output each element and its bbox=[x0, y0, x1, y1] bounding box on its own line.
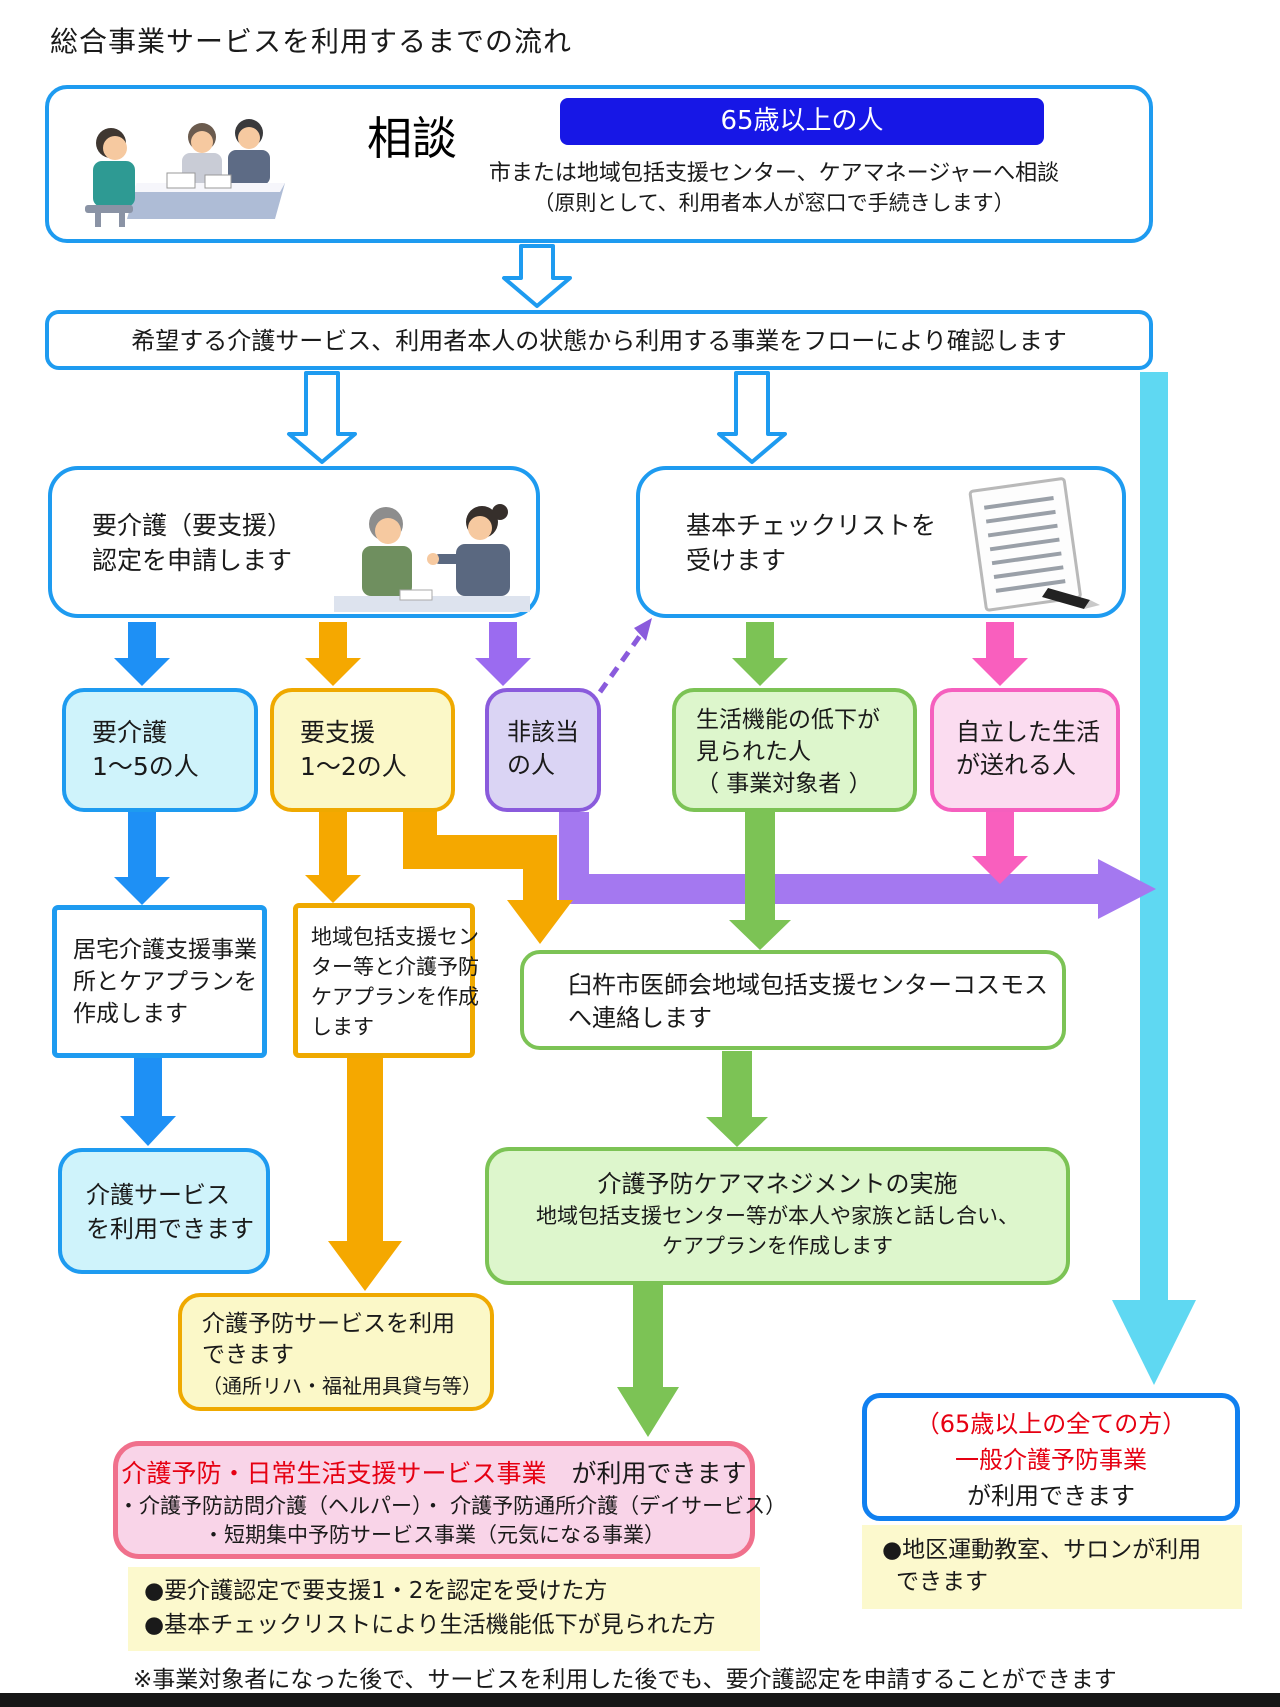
category-line: 要介護 bbox=[92, 718, 168, 747]
category-line: 要支援 bbox=[300, 718, 376, 747]
cosmos-line: へ連絡します bbox=[568, 1004, 712, 1032]
chiiki-line: 地域包括支援セン bbox=[311, 925, 479, 949]
ippan-note-box: ●地区運動教室、サロンが利用 できます bbox=[862, 1525, 1242, 1609]
cosmos-down-arrow bbox=[706, 1051, 768, 1147]
higaito-to-checklist-dashed-arrow bbox=[597, 618, 652, 694]
yobo-service-line: できます bbox=[202, 1342, 294, 1368]
all-65-flow-arrow bbox=[1112, 372, 1196, 1385]
checklist-box-line: 受けます bbox=[686, 546, 787, 575]
yobo-nichijo-title-black: が利用できます bbox=[546, 1459, 747, 1488]
consult-box: 相談 65歳以上の人 市または地域包括支援センター、ケアマネージャーへ相談 （原… bbox=[45, 85, 1153, 243]
care-management-box: 介護予防ケアマネジメントの実施 地域包括支援センター等が本人や家族と話し合い、 … bbox=[485, 1147, 1070, 1285]
yobo-nichijo-line: ・短期集中予防サービス事業（元気になる事業） bbox=[203, 1523, 665, 1547]
consult-desc-1: 市または地域包括支援センター、ケアマネージャーへ相談 bbox=[488, 161, 1060, 186]
checklist-to-seikatsu-arrow bbox=[732, 622, 788, 686]
care-management-line: 地域包括支援センター等が本人や家族と話し合い、 bbox=[536, 1204, 1019, 1228]
kaigo-service-line: を利用できます bbox=[86, 1215, 254, 1243]
category-line: 1～2の人 bbox=[300, 752, 407, 781]
caremanagement-down-arrow bbox=[617, 1285, 679, 1437]
bottom-divider-bar bbox=[0, 1693, 1280, 1707]
apply-box-line: 要介護（要支援） bbox=[92, 511, 293, 540]
chiiki-line: ケアプランを作成 bbox=[311, 985, 479, 1009]
footnote: ※事業対象者になった後で、サービスを利用した後でも、要介護認定を申請することがで… bbox=[133, 1667, 1117, 1693]
kyotaku-line: 居宅介護支援事業 bbox=[73, 937, 257, 963]
apply-to-yokaigo-arrow bbox=[114, 622, 170, 686]
pink-note-line: ●要介護認定で要支援1・2を認定を受けた方 bbox=[144, 1578, 608, 1604]
apply-box-line: 認定を申請します bbox=[92, 546, 293, 575]
apply-to-yoshien-arrow bbox=[305, 622, 361, 686]
ippan-yobo-line: 一般介護予防事業 bbox=[955, 1446, 1147, 1474]
confirm-box: 希望する介護サービス、利用者本人の状態から利用する事業をフローにより確認します bbox=[45, 310, 1153, 370]
higaito-to-right-arrow bbox=[559, 812, 1156, 919]
ippan-yobo-line: が利用できます bbox=[967, 1482, 1135, 1510]
yobo-service-box: 介護予防サービスを利用 できます （通所リハ・福祉用具貸与等） bbox=[178, 1293, 494, 1411]
apply-box: 要介護（要支援） 認定を申請します bbox=[48, 466, 540, 618]
kyotaku-down-arrow bbox=[120, 1058, 176, 1146]
consult-heading: 相談 bbox=[367, 112, 458, 165]
yoshien-to-cosmos-arrow bbox=[403, 810, 573, 944]
confirm-to-apply-arrow bbox=[287, 371, 357, 464]
category-line: 生活機能の低下が bbox=[696, 707, 880, 733]
kyotaku-line: 作成します bbox=[73, 1001, 188, 1027]
category-yoshien-box: 要支援 1～2の人 bbox=[270, 688, 455, 812]
yobo-service-line: （通所リハ・福祉用具貸与等） bbox=[202, 1374, 482, 1398]
ippan-yobo-box: （65歳以上の全ての方） 一般介護予防事業 が利用できます bbox=[862, 1393, 1240, 1521]
ippan-note-line: ●地区運動教室、サロンが利用 bbox=[882, 1537, 1202, 1563]
chiiki-down-arrow bbox=[328, 1055, 402, 1291]
cosmos-box: 臼杵市医師会地域包括支援センターコスモス へ連絡します bbox=[520, 950, 1066, 1050]
pink-note-line: ●基本チェックリストにより生活機能低下が見られた方 bbox=[144, 1612, 716, 1638]
kyotaku-line: 所とケアプランを bbox=[73, 969, 257, 995]
category-line: 見られた人 bbox=[696, 739, 811, 765]
chiiki-box: 地域包括支援セン ター等と介護予防 ケアプランを作成 します bbox=[293, 903, 479, 1058]
confirm-to-checklist-arrow bbox=[717, 371, 787, 464]
category-line: （ 事業対象者 ） bbox=[696, 771, 872, 797]
apply-to-higaito-arrow bbox=[475, 622, 531, 686]
consult-to-confirm-arrow bbox=[502, 244, 572, 308]
category-line: の人 bbox=[507, 751, 555, 779]
yobo-nichijo-title-red: 介護予防・日常生活支援サービス事業 bbox=[121, 1459, 547, 1488]
consult-desc-2: （原則として、利用者本人が窓口で手続きします） bbox=[533, 191, 1015, 215]
interview-illustration bbox=[334, 504, 530, 612]
yokaigo-down-arrow bbox=[114, 812, 170, 905]
jiritsu-to-purple-arrow bbox=[972, 812, 1028, 884]
care-management-title: 介護予防ケアマネジメントの実施 bbox=[597, 1170, 958, 1198]
ippan-note-line: できます bbox=[896, 1569, 988, 1595]
category-yokaigo-box: 要介護 1～5の人 bbox=[62, 688, 258, 812]
category-line: 1～5の人 bbox=[92, 752, 199, 781]
category-line: が送れる人 bbox=[956, 751, 1076, 779]
care-management-line: ケアプランを作成します bbox=[662, 1234, 893, 1258]
consultation-illustration bbox=[85, 119, 285, 227]
cosmos-line: 臼杵市医師会地域包括支援センターコスモス bbox=[568, 971, 1048, 999]
pen-icon bbox=[1042, 588, 1090, 609]
age-65-banner: 65歳以上の人 bbox=[560, 98, 1044, 145]
kyotaku-box: 居宅介護支援事業 所とケアプランを 作成します bbox=[52, 905, 267, 1058]
checklist-to-jiritsu-arrow bbox=[972, 622, 1028, 686]
kaigo-service-box: 介護サービス を利用できます bbox=[58, 1148, 270, 1274]
checklist-box-line: 基本チェックリストを bbox=[686, 511, 937, 540]
yobo-nichijo-box: 介護予防・日常生活支援サービス事業 が利用できます ・介護予防訪問介護（ヘルパー… bbox=[113, 1441, 787, 1559]
category-seikatsu-box: 生活機能の低下が 見られた人 （ 事業対象者 ） bbox=[672, 688, 917, 812]
seikatsu-to-cosmos-arrow bbox=[729, 812, 791, 950]
chiiki-line: します bbox=[311, 1015, 374, 1039]
ippan-yobo-line: （65歳以上の全ての方） bbox=[915, 1410, 1187, 1438]
yoshien-down-arrow bbox=[305, 812, 361, 903]
kaigo-service-line: 介護サービス bbox=[86, 1181, 230, 1209]
category-line: 自立した生活 bbox=[956, 718, 1100, 746]
category-higaito-box: 非該当 の人 bbox=[485, 688, 601, 812]
checklist-illustration bbox=[968, 477, 1100, 612]
yobo-nichijo-line: ・介護予防訪問介護（ヘルパー）・ 介護予防通所介護（デイサービス） bbox=[118, 1494, 787, 1518]
checklist-box: 基本チェックリストを 受けます bbox=[636, 466, 1126, 618]
chiiki-line: ター等と介護予防 bbox=[311, 955, 479, 979]
pink-note-box: ●要介護認定で要支援1・2を認定を受けた方 ●基本チェックリストにより生活機能低… bbox=[128, 1567, 760, 1651]
page-title: 総合事業サービスを利用するまでの流れ bbox=[50, 25, 573, 58]
category-line: 非該当 bbox=[507, 718, 579, 746]
yobo-service-line: 介護予防サービスを利用 bbox=[202, 1311, 455, 1337]
category-jiritsu-box: 自立した生活 が送れる人 bbox=[930, 688, 1120, 812]
